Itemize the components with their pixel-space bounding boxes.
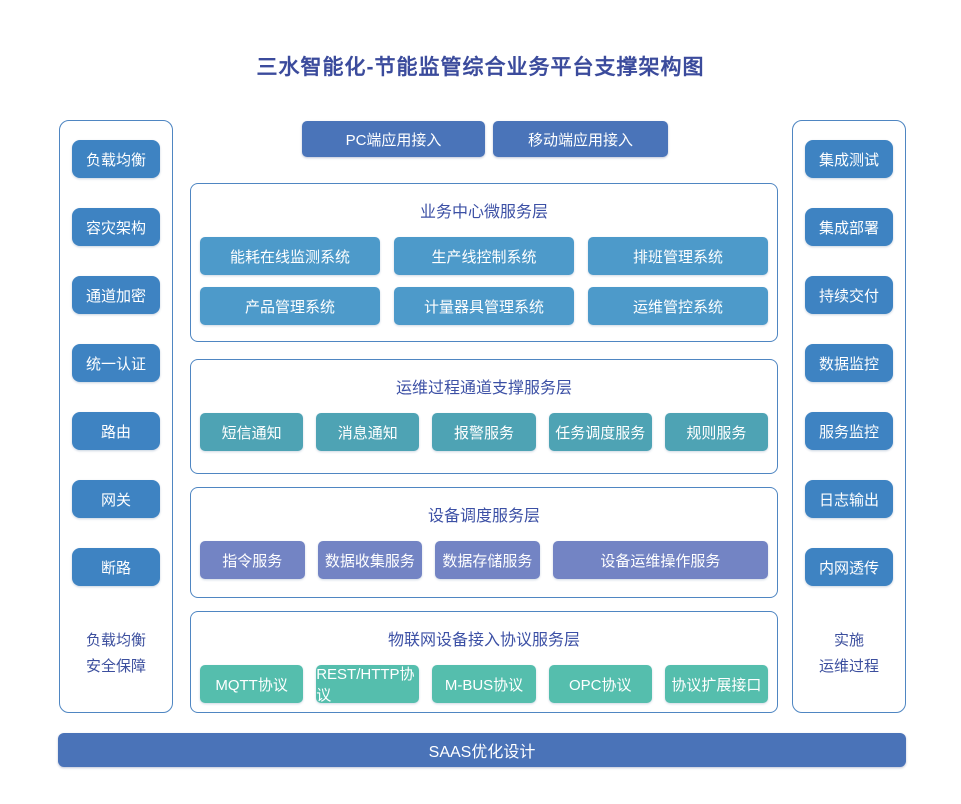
protocol-box: MQTT协议 xyxy=(200,665,304,703)
left-panel-caption: 负载均衡 安全保障 xyxy=(60,628,172,680)
left-panel-box: 断路 xyxy=(72,548,160,586)
protocol-box: OPC协议 xyxy=(548,665,652,703)
right-panel-box: 内网透传 xyxy=(805,548,893,586)
section-iot-protocol: 物联网设备接入协议服务层 MQTT协议 REST/HTTP协议 M-BUS协议 OPC… xyxy=(190,611,778,713)
section-business-microservices: 业务中心微服务层 能耗在线监测系统生产线控制系统排班管理系统产品管理系统计量器具… xyxy=(190,183,778,342)
access-box: PC端应用接入 xyxy=(302,121,485,157)
right-panel: 集成测试集成部署持续交付数据监控服务监控日志输出内网透传 实施 运维过程 xyxy=(792,120,906,713)
business-system-box: 产品管理系统 xyxy=(200,287,380,325)
section-header: 物联网设备接入协议服务层 xyxy=(387,632,580,649)
device-service-box: 数据收集服务 xyxy=(317,541,423,579)
left-panel-box: 网关 xyxy=(72,480,160,518)
channel-service-box: 规则服务 xyxy=(664,413,769,451)
protocol-box: M-BUS协议 xyxy=(432,665,536,703)
section-header: 业务中心微服务层 xyxy=(419,204,548,221)
left-panel-box: 通道加密 xyxy=(72,276,160,314)
business-system-boxes: 能耗在线监测系统生产线控制系统排班管理系统产品管理系统计量器具管理系统运维管控系… xyxy=(191,237,777,325)
channel-service-box: 任务调度服务 xyxy=(548,413,652,451)
access-box: 移动端应用接入 xyxy=(493,121,668,157)
right-panel-box: 日志输出 xyxy=(805,480,893,518)
left-panel-caption-line2: 安全保障 xyxy=(85,658,146,675)
page-title: 三水智能化-节能监管综合业务平台支撑架构图 xyxy=(256,56,705,79)
section-device-scheduling: 设备调度服务层 指令服务数据收集服务数据存储服务设备运维操作服务 xyxy=(190,487,778,598)
right-panel-box: 服务监控 xyxy=(805,412,893,450)
saas-bar: SAAS优化设计 xyxy=(58,733,906,767)
business-system-box: 计量器具管理系统 xyxy=(394,287,574,325)
business-system-box: 排班管理系统 xyxy=(588,237,768,275)
device-service-boxes: 指令服务数据收集服务数据存储服务设备运维操作服务 xyxy=(191,541,777,579)
channel-service-box: 短信通知 xyxy=(200,413,304,451)
protocol-boxes: MQTT协议 REST/HTTP协议 M-BUS协议 OPC协议协议扩展接口 xyxy=(191,665,777,704)
left-panel-box: 统一认证 xyxy=(72,344,160,382)
right-panel-box: 集成部署 xyxy=(805,208,893,246)
device-service-box: 设备运维操作服务 xyxy=(552,541,768,579)
business-system-box: 运维管控系统 xyxy=(588,287,768,325)
right-panel-items: 集成测试集成部署持续交付数据监控服务监控日志输出内网透传 xyxy=(793,121,905,586)
right-panel-box: 持续交付 xyxy=(805,276,893,314)
left-panel-caption-line1: 负载均衡 xyxy=(85,632,146,649)
channel-service-boxes: 短信通知消息通知报警服务任务调度服务规则服务 xyxy=(191,413,777,451)
left-panel-box: 路由 xyxy=(72,412,160,450)
left-panel-items: 负载均衡容灾架构通道加密统一认证路由网关断路 xyxy=(60,121,172,586)
device-service-box: 数据存储服务 xyxy=(435,541,540,579)
channel-service-box: 消息通知 xyxy=(316,413,420,451)
left-panel: 负载均衡容灾架构通道加密统一认证路由网关断路 负载均衡 安全保障 xyxy=(59,120,173,713)
channel-service-box: 报警服务 xyxy=(432,413,536,451)
left-panel-box: 负载均衡 xyxy=(72,140,160,178)
business-system-box: 能耗在线监测系统 xyxy=(200,237,380,275)
left-panel-box: 容灾架构 xyxy=(72,208,160,246)
section-header: 设备调度服务层 xyxy=(427,508,540,525)
section-header: 运维过程通道支撑服务层 xyxy=(395,380,572,397)
business-system-box: 生产线控制系统 xyxy=(394,237,574,275)
right-panel-caption-line2: 运维过程 xyxy=(818,658,879,675)
device-service-box: 指令服务 xyxy=(200,541,305,579)
access-boxes: PC端应用接入移动端应用接入 xyxy=(302,121,668,157)
protocol-box: 协议扩展接口 xyxy=(664,665,769,703)
protocol-box: REST/HTTP协议 xyxy=(316,665,420,704)
right-panel-caption: 实施 运维过程 xyxy=(793,628,905,680)
right-panel-box: 数据监控 xyxy=(805,344,893,382)
right-panel-box: 集成测试 xyxy=(805,140,893,178)
right-panel-caption-line1: 实施 xyxy=(833,632,864,649)
section-ops-channel-support: 运维过程通道支撑服务层 短信通知消息通知报警服务任务调度服务规则服务 xyxy=(190,359,778,474)
